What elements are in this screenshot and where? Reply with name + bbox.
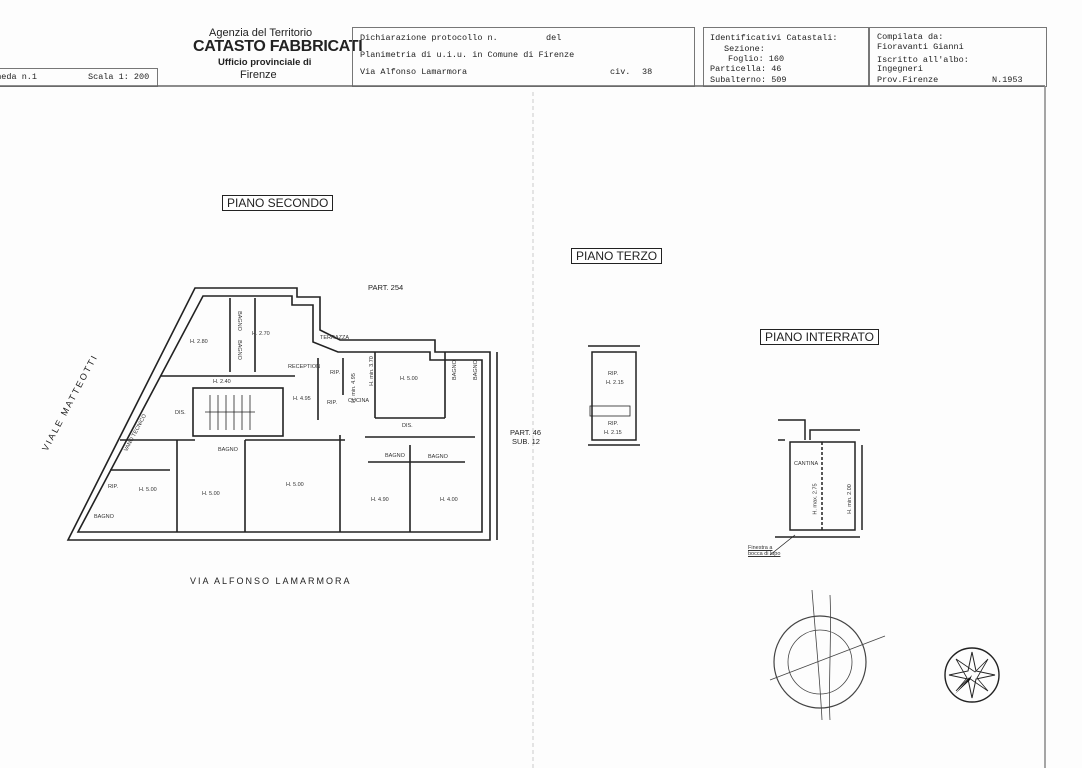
compass-rose-icon <box>944 647 1000 703</box>
part-254-label: PART. 254 <box>368 283 404 292</box>
provincia: Prov.Firenze <box>877 75 939 85</box>
room-label: BAGNO <box>451 360 458 380</box>
room-label: H. 5.00 <box>400 376 418 382</box>
piano-secondo-label: PIANO SECONDO <box>222 195 334 211</box>
room-label: H. 4.90 <box>371 497 389 503</box>
foglio: Foglio: 160 <box>728 54 785 64</box>
terzo-room-label: RIP. <box>608 421 618 427</box>
room-label: H. 4.95 <box>293 396 311 402</box>
room-label: BAGNO <box>94 514 114 520</box>
albo-number: N.1953 <box>992 75 1023 85</box>
interrato-room-label: CANTINA <box>794 461 819 467</box>
room-label: BAGNO <box>235 311 242 331</box>
room-label: DIS. <box>175 410 186 416</box>
iscritto: Iscritto all'albo: <box>877 55 969 65</box>
room-label: BAGNO <box>428 454 448 460</box>
terzo-room-label: H. 2.15 <box>606 380 624 386</box>
engineer-stamp <box>769 589 886 721</box>
sub-12-label: SUB. 12 <box>512 437 540 446</box>
catasto-title: CATASTO FABBRICATI <box>193 38 363 55</box>
piano-interrato-label: PIANO INTERRATO <box>760 329 879 345</box>
piano-terzo-label: PIANO TERZO <box>571 248 663 264</box>
room-label: BAGNO <box>472 360 479 380</box>
dichiarazione: Dichiarazione protocollo n. <box>360 33 498 43</box>
room-label: H. 2.40 <box>213 379 231 385</box>
terzo-room-label: RIP. <box>608 371 618 377</box>
scheda-number: Scheda n.1 <box>0 72 38 82</box>
room-label: RECEPTION <box>288 364 321 370</box>
piano-secondo-walls <box>66 287 498 541</box>
ufficio: Ufficio provinciale di <box>218 57 312 68</box>
subalterno: Subalterno: 509 <box>710 75 787 85</box>
scale: Scala 1: 200 <box>88 72 150 82</box>
compilata: Compilata da: <box>877 32 944 42</box>
room-label: RIP. <box>330 370 340 376</box>
room-label: H. min. 3.70 <box>368 356 375 386</box>
planimetria: Planimetria di u.i.u. in Comune di Firen… <box>360 50 575 60</box>
room-label: DIS. <box>402 423 413 429</box>
terzo-room-label: H. 2.15 <box>604 430 622 436</box>
agency-name: Agenzia del Territorio <box>209 27 313 39</box>
piano-terzo-walls <box>588 345 640 446</box>
del-label: del <box>546 33 562 43</box>
room-label: H. 5.00 <box>202 491 220 497</box>
room-label: H. 4.00 <box>440 497 458 503</box>
interrato-room-label: H. max. 2.75 <box>812 483 819 515</box>
room-label: BAGNO <box>218 447 238 453</box>
civ-number: 38 <box>642 67 653 77</box>
civ-label: civ. <box>610 67 631 77</box>
city: Firenze <box>240 69 277 81</box>
stair-treads <box>205 395 255 430</box>
piano-interrato-walls <box>769 419 863 556</box>
interrato-room-label: H. min. 2.00 <box>846 484 853 514</box>
room-label: RIP. <box>327 400 337 406</box>
particella: Particella: 46 <box>710 64 782 74</box>
room-label: TERRAZZA <box>320 335 350 341</box>
room-label: H. 2.80 <box>190 339 208 345</box>
room-label: H. 5.00 <box>139 487 157 493</box>
albo: Ingegneri <box>877 64 923 74</box>
via-lamarmora-label: VIA ALFONSO LAMARMORA <box>190 576 352 586</box>
room-label: CUCINA <box>348 398 370 404</box>
finestra-note: Finestra a bocca di lupo <box>748 545 781 557</box>
identificativi: Identificativi Catastali: <box>710 33 838 43</box>
room-label: H. 5.00 <box>286 482 304 488</box>
room-label: BAGNO <box>235 340 242 360</box>
sezione: Sezione: <box>724 44 765 54</box>
room-label: BAGNO <box>385 453 405 459</box>
part-46-label: PART. 46 <box>510 428 541 437</box>
compilatore: Fioravanti Gianni <box>877 42 964 52</box>
room-label: RIP. <box>108 484 118 490</box>
room-label: H. 2.70 <box>252 331 270 337</box>
address: Via Alfonso Lamarmora <box>360 67 468 77</box>
